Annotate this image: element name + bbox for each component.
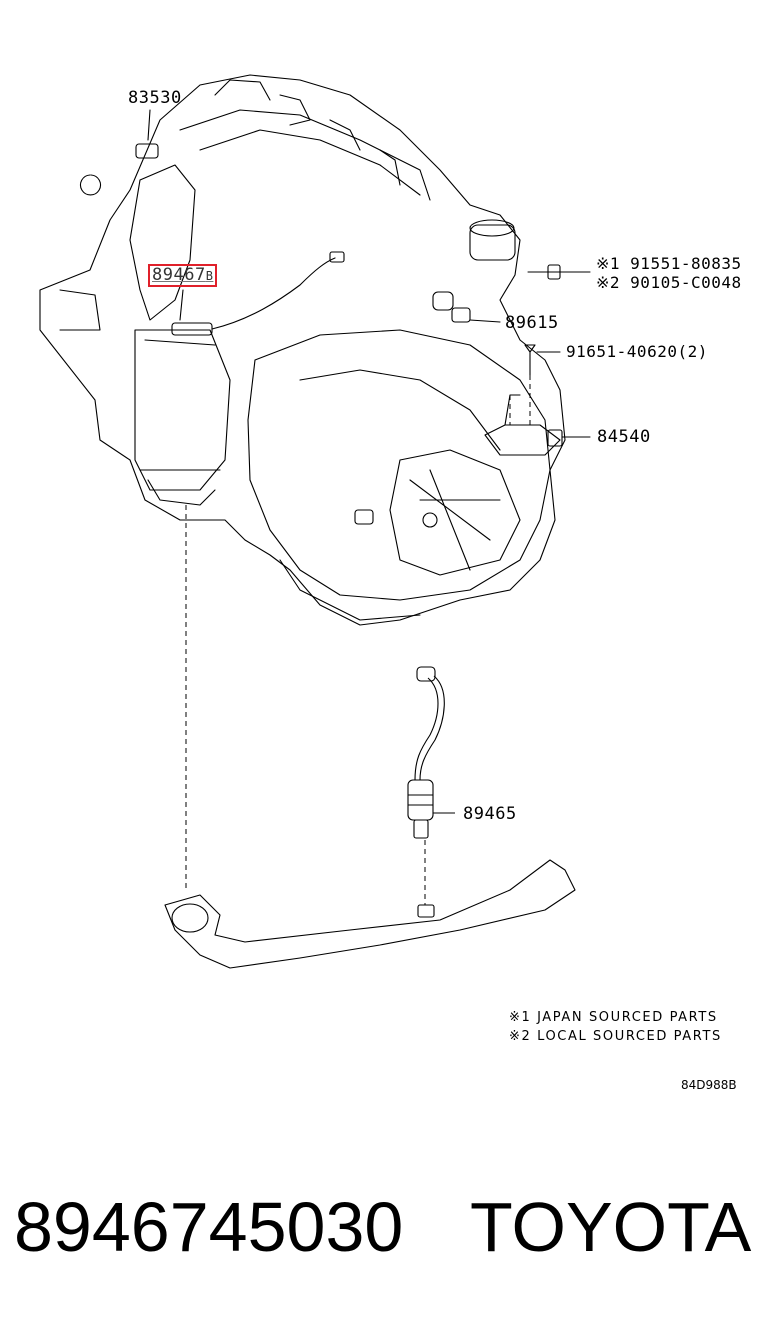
- label-91551[interactable]: ※1 91551-80835: [596, 254, 742, 273]
- transmission: [247, 329, 551, 601]
- label-83530[interactable]: 83530: [128, 88, 182, 108]
- exhaust-manifold: [129, 164, 196, 321]
- label-91651[interactable]: 91651-40620(2): [566, 342, 708, 361]
- note-local-sourced: ※2 LOCAL SOURCED PARTS: [509, 1029, 722, 1044]
- label-89467-suffix: B: [205, 269, 214, 283]
- engine-block-outline: [39, 74, 566, 626]
- footer-brand: TOYOTA: [470, 1188, 752, 1266]
- catalytic-converter: [134, 329, 231, 491]
- footer-part-number: 8946745030: [14, 1188, 404, 1266]
- diagram-code: 84D988B: [681, 1078, 737, 1092]
- label-89615[interactable]: 89615: [505, 313, 559, 333]
- label-89467-highlighted[interactable]: 89467B: [148, 264, 218, 287]
- engine-diagram: [39, 74, 591, 969]
- label-89467-number: 89467: [152, 265, 206, 285]
- label-89465[interactable]: 89465: [463, 804, 517, 824]
- exhaust-pipe: [164, 859, 576, 969]
- label-90105[interactable]: ※2 90105-C0048: [596, 273, 742, 292]
- label-84540[interactable]: 84540: [597, 427, 651, 447]
- note-japan-sourced: ※1 JAPAN SOURCED PARTS: [509, 1010, 718, 1025]
